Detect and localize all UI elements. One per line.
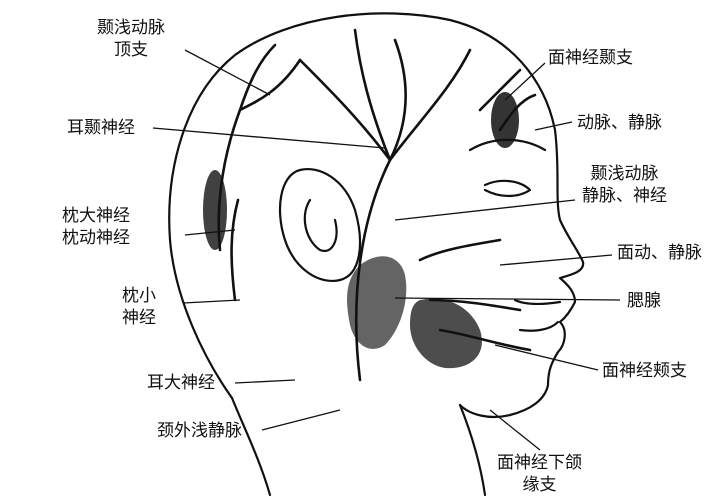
label-greater-occipital-nerve-artery: 枕大神经 枕动神经	[62, 205, 130, 249]
label-facial-nerve-marginal-mandibular-branch: 面神经下颌 缘支	[497, 452, 582, 496]
neck-outline	[232, 398, 270, 495]
parotid-region	[347, 256, 406, 349]
label-external-jugular-vein: 颈外浅静脉	[157, 420, 242, 442]
label-superficial-temporal-artery-vein-nerve: 颞浅动脉 静脉、神经	[582, 163, 667, 207]
label-auriculotemporal-nerve: 耳颞神经	[67, 117, 135, 139]
eye	[485, 181, 530, 196]
label-facial-nerve-temporal-branch: 面神经颞支	[548, 47, 633, 69]
label-parotid-gland: 腮腺	[627, 290, 661, 312]
label-artery-vein: 动脉、静脉	[577, 112, 662, 134]
ear-outline	[280, 169, 360, 281]
label-superficial-temporal-artery-parietal-branch: 颞浅动脉 顶支	[97, 17, 165, 61]
label-facial-nerve-buccal-branch: 面神经颊支	[602, 360, 687, 382]
label-lesser-occipital-nerve: 枕小 神经	[122, 285, 156, 329]
label-great-auricular-nerve: 耳大神经	[147, 372, 215, 394]
label-facial-artery-vein: 面动、静脉	[617, 242, 702, 264]
